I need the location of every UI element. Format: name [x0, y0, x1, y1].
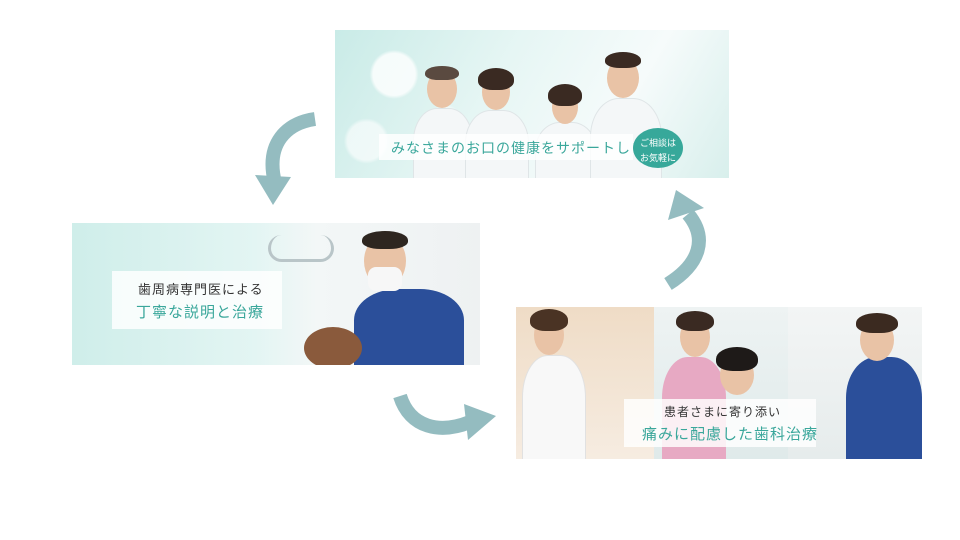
banner-right-care[interactable]: 患者さまに寄り添い 痛みに配慮した歯科治療: [516, 307, 922, 459]
slide1-caption: みなさまのお口の健康をサポートします: [391, 141, 661, 157]
slide3-caption-large: 痛みに配慮した歯科治療: [642, 425, 819, 443]
slide2-caption-small: 歯周病専門医による: [138, 283, 264, 298]
cycle-arrow-right-icon: [664, 190, 706, 290]
cycle-arrow-top-left-icon: [255, 112, 317, 205]
badge-line-2: お気軽に: [639, 154, 676, 164]
consult-badge[interactable]: ご相談は お気軽に: [633, 128, 683, 168]
banner-top-staff[interactable]: みなさまのお口の健康をサポートします ご相談は お気軽に: [335, 30, 729, 178]
caption-strip: [379, 134, 633, 160]
caption-box: [112, 271, 282, 329]
banner-left-specialist[interactable]: 歯周病専門医による 丁寧な説明と治療: [72, 223, 480, 365]
caption-box: [624, 399, 816, 447]
cycle-arrow-bottom-left-icon: [393, 393, 496, 440]
badge-line-1: ご相談は: [639, 139, 676, 149]
slide3-caption-small: 患者さまに寄り添い: [664, 405, 782, 419]
slide2-caption-large: 丁寧な説明と治療: [136, 303, 265, 321]
